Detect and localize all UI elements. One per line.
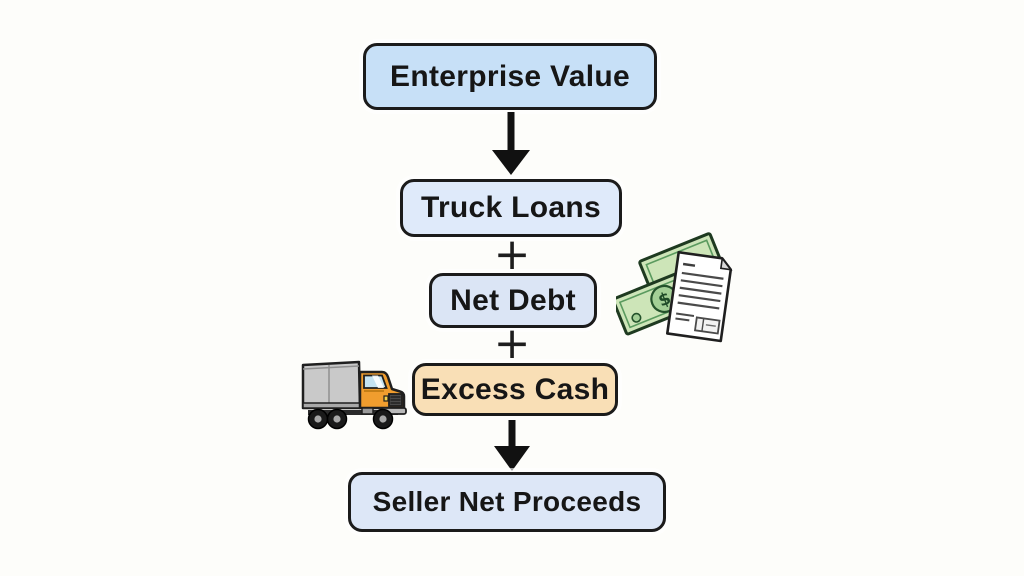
node-seller-net-proceeds-label: Seller Net Proceeds	[372, 486, 642, 517]
down-arrow-icon	[492, 112, 530, 175]
down-arrow-icon	[494, 420, 530, 471]
cash-bills-and-document-icon: $	[616, 232, 733, 343]
plus-operator: +	[493, 229, 531, 280]
plus-operator: +	[493, 318, 531, 369]
node-enterprise-value-label: Enterprise Value	[390, 59, 630, 93]
node-truck-loans: Truck Loans	[400, 179, 622, 237]
box-truck-icon	[301, 360, 407, 430]
node-excess-cash: Excess Cash	[412, 363, 618, 416]
node-excess-cash-label: Excess Cash	[420, 372, 610, 406]
node-enterprise-value: Enterprise Value	[363, 43, 657, 110]
node-truck-loans-label: Truck Loans	[420, 191, 602, 224]
node-seller-net-proceeds: Seller Net Proceeds	[348, 472, 666, 532]
node-net-debt: Net Debt	[429, 273, 597, 328]
node-net-debt-label: Net Debt	[450, 283, 576, 317]
